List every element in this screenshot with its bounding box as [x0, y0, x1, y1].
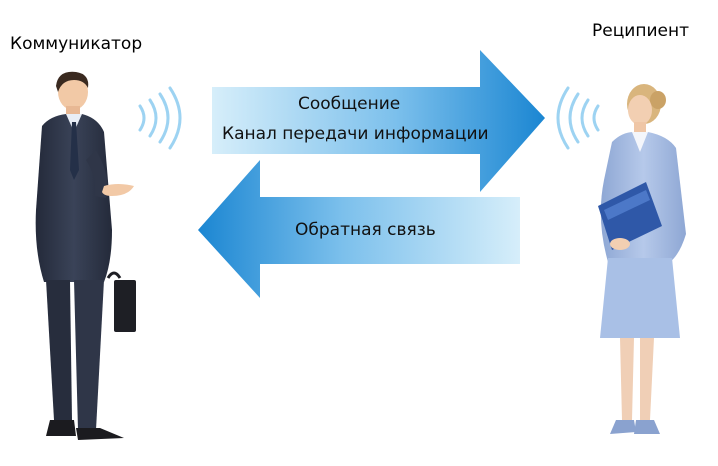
- backward-arrow-label: Обратная связь: [295, 220, 436, 240]
- forward-arrow-line1: Сообщение: [298, 94, 401, 114]
- man-sound-waves: [138, 86, 182, 150]
- woman-sound-waves: [556, 86, 600, 150]
- recipient-figure: [598, 84, 686, 434]
- forward-arrow-line2: Канал передачи информации: [222, 124, 489, 144]
- backward-arrow: [198, 160, 520, 298]
- communicator-figure: [35, 71, 136, 440]
- forward-arrow: [212, 50, 545, 192]
- communicator-label: Коммуникатор: [10, 34, 143, 54]
- recipient-label: Реципиент: [592, 21, 689, 41]
